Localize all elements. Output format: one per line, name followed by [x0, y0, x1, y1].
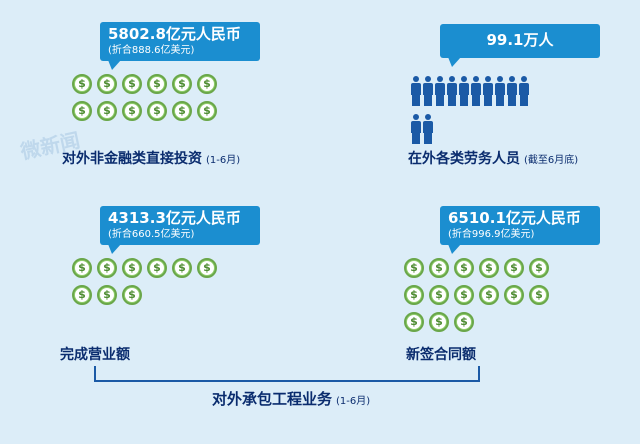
dollar-coin-icon: $ [122, 258, 142, 278]
workers-count: 99.1万人 [486, 31, 554, 49]
person-icon [482, 76, 494, 106]
workers-people [410, 76, 530, 144]
dollar-coin-icon: $ [172, 258, 192, 278]
person-icon [494, 76, 506, 106]
revenue-caption: 完成营业额 [60, 347, 130, 363]
dollar-coin-icon: $ [429, 258, 449, 278]
dollar-coin-icon: $ [97, 285, 117, 305]
dollar-coin-icon: $ [197, 101, 217, 121]
investment-amount-bubble: 5802.8亿元人民币 (折合888.6亿美元) [100, 22, 260, 70]
dollar-coin-icon: $ [97, 74, 117, 94]
investment-usd: (折合888.6亿美元) [108, 45, 195, 56]
person-icon [434, 76, 446, 106]
dollar-coin-icon: $ [122, 285, 142, 305]
person-icon [410, 114, 422, 144]
revenue-coins: $$$$$$$$$ [72, 258, 220, 305]
person-icon [422, 76, 434, 106]
workers-caption: 在外各类劳务人员(截至6月底) [408, 151, 579, 167]
dollar-coin-icon: $ [429, 285, 449, 305]
dollar-coin-icon: $ [72, 74, 92, 94]
dollar-coin-icon: $ [504, 258, 524, 278]
dollar-coin-icon: $ [72, 285, 92, 305]
person-icon [470, 76, 482, 106]
dollar-coin-icon: $ [97, 101, 117, 121]
workers-count-bubble: 99.1万人 [440, 24, 600, 67]
dollar-coin-icon: $ [147, 74, 167, 94]
person-icon [458, 76, 470, 106]
contract-amount: 6510.1亿元人民币 [448, 209, 581, 227]
dollar-coin-icon: $ [429, 312, 449, 332]
investment-amount: 5802.8亿元人民币 [108, 25, 241, 43]
dollar-coin-icon: $ [122, 74, 142, 94]
dollar-coin-icon: $ [529, 285, 549, 305]
person-icon [506, 76, 518, 106]
revenue-usd: (折合660.5亿美元) [108, 229, 195, 240]
person-icon [410, 76, 422, 106]
project-caption: 对外承包工程业务(1-6月) [212, 390, 371, 408]
dollar-coin-icon: $ [479, 285, 499, 305]
dollar-coin-icon: $ [404, 312, 424, 332]
dollar-coin-icon: $ [147, 101, 167, 121]
contract-coins: $$$$$$$$$$$$$$$ [404, 258, 552, 332]
dollar-coin-icon: $ [172, 101, 192, 121]
revenue-amount-bubble: 4313.3亿元人民币 (折合660.5亿美元) [100, 206, 260, 254]
dollar-coin-icon: $ [454, 285, 474, 305]
dollar-coin-icon: $ [197, 258, 217, 278]
contract-usd: (折合996.9亿美元) [448, 229, 535, 240]
dollar-coin-icon: $ [479, 258, 499, 278]
dollar-coin-icon: $ [454, 312, 474, 332]
dollar-coin-icon: $ [72, 101, 92, 121]
contract-caption: 新签合同额 [406, 347, 476, 363]
dollar-coin-icon: $ [97, 258, 117, 278]
revenue-amount: 4313.3亿元人民币 [108, 209, 241, 227]
dollar-coin-icon: $ [72, 258, 92, 278]
dollar-coin-icon: $ [529, 258, 549, 278]
person-icon [446, 76, 458, 106]
dollar-coin-icon: $ [404, 285, 424, 305]
dollar-coin-icon: $ [197, 74, 217, 94]
dollar-coin-icon: $ [147, 258, 167, 278]
dollar-coin-icon: $ [504, 285, 524, 305]
project-bracket [94, 366, 480, 382]
person-icon [422, 114, 434, 144]
dollar-coin-icon: $ [122, 101, 142, 121]
dollar-coin-icon: $ [454, 258, 474, 278]
dollar-coin-icon: $ [404, 258, 424, 278]
investment-caption: 对外非金融类直接投资(1-6月) [62, 151, 241, 167]
dollar-coin-icon: $ [172, 74, 192, 94]
person-icon [518, 76, 530, 106]
investment-coins: $$$$$$$$$$$$ [72, 74, 220, 121]
contract-amount-bubble: 6510.1亿元人民币 (折合996.9亿美元) [440, 206, 600, 254]
